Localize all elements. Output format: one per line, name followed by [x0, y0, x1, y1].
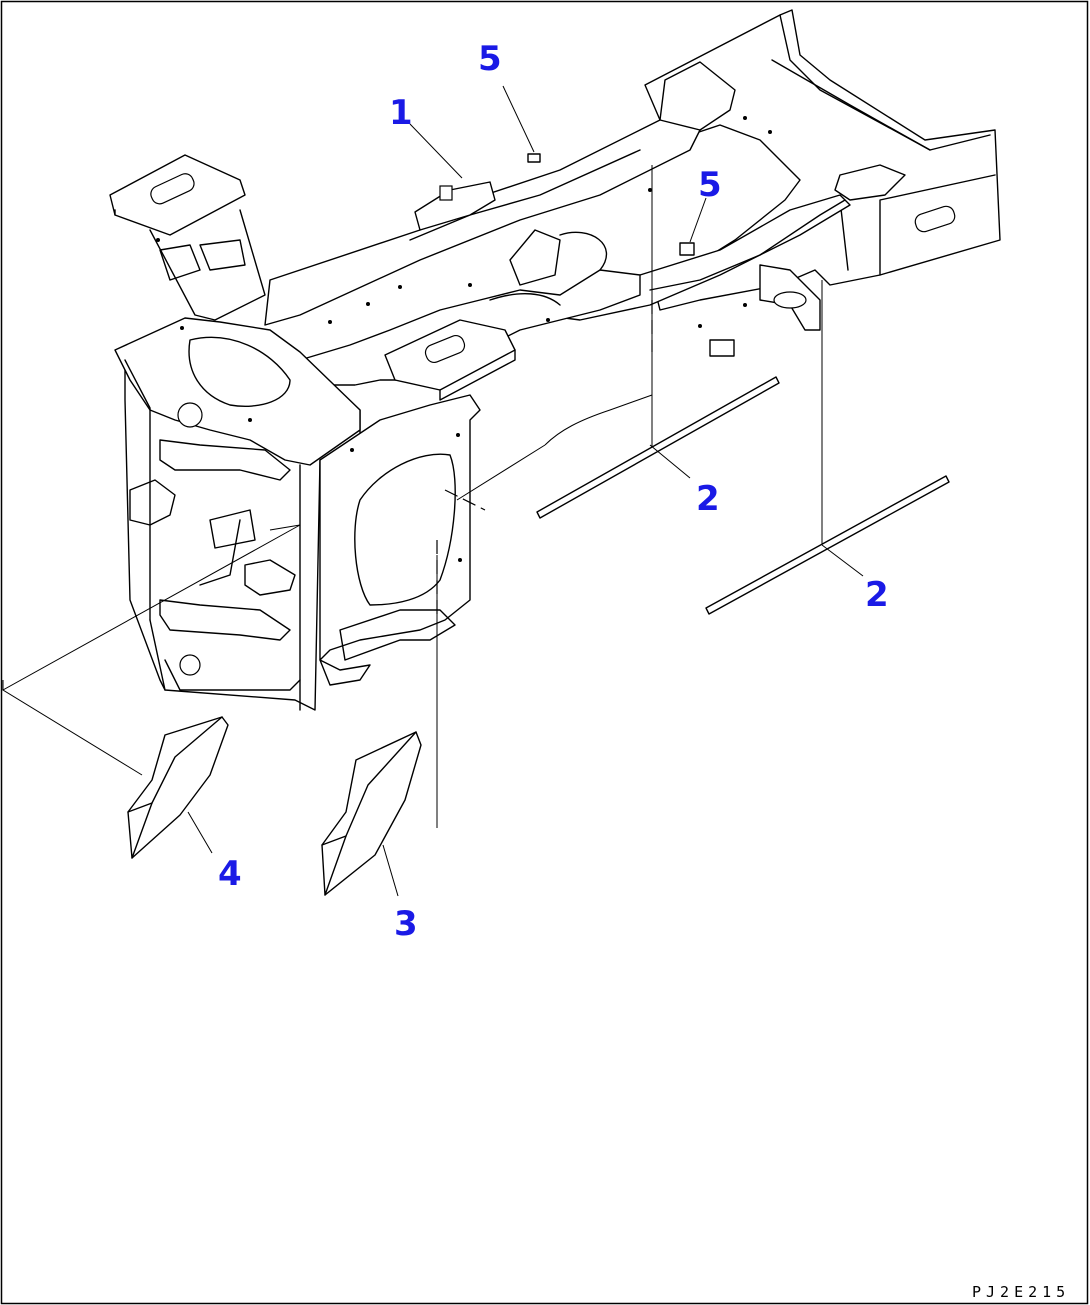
leader-5b: [689, 197, 707, 243]
leader-1: [409, 123, 463, 179]
leader-4: [187, 811, 213, 854]
middle-side-plate: [319, 394, 481, 661]
callout-3: 3: [394, 904, 418, 944]
guide-lines: [2, 165, 823, 828]
leader-5a: [502, 85, 535, 153]
drawing-code: PJ2E215: [972, 1283, 1070, 1301]
callout-5-upper: 5: [478, 39, 502, 79]
part-2-strip-lower: [705, 475, 950, 615]
front-tower-top-plate: [114, 317, 361, 466]
callout-2-upper: 2: [696, 479, 720, 519]
part-4-plate: [127, 716, 229, 859]
part-2-strip-upper: [536, 376, 780, 519]
callout-2-lower: 2: [865, 575, 889, 615]
leader-3: [382, 844, 399, 897]
leader-lines: [187, 85, 864, 897]
main-frame: [109, 9, 1001, 711]
callout-4: 4: [218, 854, 242, 894]
part-3-plate: [321, 731, 422, 896]
callout-5-lower: 5: [698, 165, 722, 205]
callout-1: 1: [389, 93, 413, 133]
leader-2a: [649, 444, 691, 479]
leader-2b: [821, 544, 864, 577]
